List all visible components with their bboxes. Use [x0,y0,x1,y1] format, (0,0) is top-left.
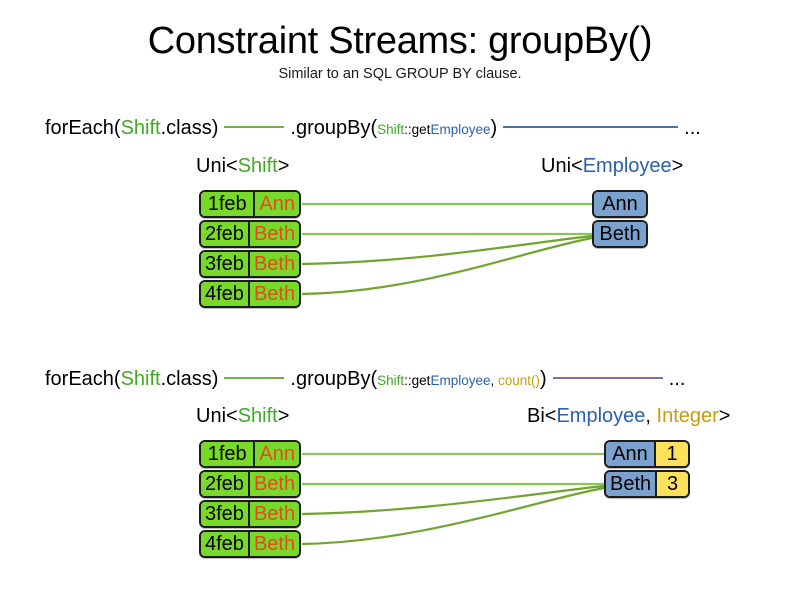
shift-employee: Ann [255,192,299,216]
code-arg-property: Employee [430,122,491,137]
shift-employee: Beth [249,502,299,526]
shift-row-1feb[interactable]: 1feb Ann [199,190,301,218]
shift-row-3feb-2[interactable]: 3feb Beth [199,500,301,528]
shift-date: 2feb [201,472,250,496]
code-arg-type: Shift [377,122,405,137]
shift-row-4feb-2[interactable]: 4feb Beth [199,530,301,558]
employee-count: 3 [655,472,688,496]
shift-employee: Beth [249,532,299,556]
stream-link-blue [503,125,679,128]
type-suffix: > [277,155,290,177]
type-suffix: > [671,155,684,177]
type-prefix: Bi< [527,405,557,427]
stream-link-green [224,125,285,128]
shift-row-3feb[interactable]: 3feb Beth [199,250,301,278]
stream-link-green [224,376,285,379]
shift-row-2feb[interactable]: 2feb Beth [199,220,301,248]
code-line-groupby-key-and-count: forEach(Shift.class).groupBy(Shift::getE… [45,368,685,392]
code-line-groupby-key-only: forEach(Shift.class).groupBy(Shift::getE… [45,117,701,141]
code-foreach-type: Shift [120,368,161,390]
shift-date: 2feb [201,222,250,246]
employee-count: 1 [654,442,688,466]
code-arg-method: ::get [404,373,431,388]
shift-date: 4feb [201,282,250,306]
type-prefix: Uni< [541,155,583,177]
code-arg-collector: count() [498,373,541,388]
employee-row-beth[interactable]: Beth [592,220,648,248]
stream-link-purple [552,376,663,379]
type-generic: Shift [237,405,278,427]
type-label-uni-shift-2: Uni<Shift> [196,405,289,428]
employee-row-ann[interactable]: Ann [592,190,648,218]
employee-count-row-beth[interactable]: Beth 3 [604,470,690,498]
type-prefix: Uni< [196,405,238,427]
type-suffix: > [277,405,290,427]
shift-employee: Beth [249,282,299,306]
type-generic-2: Integer [656,405,719,427]
type-generic: Employee [582,155,672,177]
code-groupby-suffix: ) [490,117,498,139]
code-foreach-prefix: forEach( [45,117,121,139]
employee-name: Beth [606,472,656,496]
employee-name: Beth [594,222,646,246]
shift-date: 3feb [201,252,250,276]
code-arg-method: ::get [404,122,431,137]
shift-employee: Beth [249,252,299,276]
code-arg-property: Employee [430,373,491,388]
code-groupby-prefix: .groupBy( [290,117,378,139]
code-ellipsis: ... [684,117,701,139]
type-generic: Shift [237,155,278,177]
shift-employee: Ann [255,442,299,466]
type-separator: , [645,405,657,427]
type-label-uni-employee: Uni<Employee> [541,155,683,178]
code-arg-type: Shift [377,373,405,388]
shift-date: 4feb [201,532,250,556]
type-suffix: > [718,405,731,427]
shift-date: 3feb [201,502,250,526]
employee-count-row-ann[interactable]: Ann 1 [604,440,690,468]
page-subtitle: Similar to an SQL GROUP BY clause. [278,66,522,82]
employee-name: Ann [606,442,654,466]
type-label-uni-shift: Uni<Shift> [196,155,289,178]
shift-date: 1feb [201,442,256,466]
type-label-bi-employee-integer: Bi<Employee, Integer> [527,405,730,428]
code-foreach-type: Shift [120,117,161,139]
code-foreach-prefix: forEach( [45,368,121,390]
employee-name: Ann [594,192,646,216]
code-ellipsis: ... [668,368,686,390]
shift-employee: Beth [249,222,299,246]
page-title: Constraint Streams: groupBy() [147,20,653,62]
shift-employee: Beth [249,472,299,496]
code-arg-separator: , [490,373,498,388]
code-groupby-suffix: ) [540,368,547,390]
code-groupby-prefix: .groupBy( [290,368,378,390]
code-foreach-suffix: .class) [160,117,219,139]
code-foreach-suffix: .class) [160,368,219,390]
type-prefix: Uni< [196,155,238,177]
type-generic: Employee [556,405,646,427]
shift-row-2feb-2[interactable]: 2feb Beth [199,470,301,498]
shift-row-4feb[interactable]: 4feb Beth [199,280,301,308]
shift-date: 1feb [201,192,256,216]
shift-row-1feb-2[interactable]: 1feb Ann [199,440,301,468]
